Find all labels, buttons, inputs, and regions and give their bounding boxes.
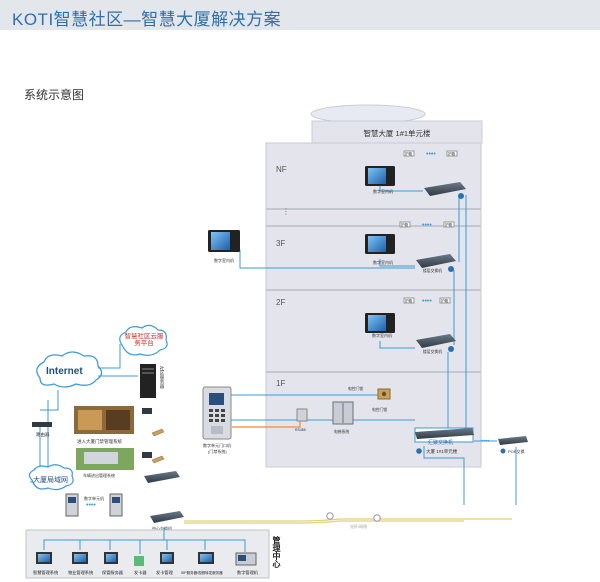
svg-text:大厦 1#1单元楼: 大厦 1#1单元楼 — [426, 448, 458, 455]
lan-cloud-icon — [28, 464, 74, 491]
mini-switch-icon — [142, 452, 152, 458]
station-label: 智慧管理系统 — [33, 569, 58, 576]
floor-switch-icon — [416, 334, 456, 348]
svg-text:护箱: 护箱 — [448, 151, 456, 156]
3f-floor-devices: 护箱 •••• 护箱 数字室内机 楼层交换机 — [365, 221, 456, 273]
fiber-label: 光纤/网线 — [350, 523, 367, 529]
2f-floor-devices: 护箱 •••• 护箱 数字室内机 楼层交换机 — [365, 297, 456, 354]
svg-text:数字室内机: 数字室内机 — [373, 259, 393, 265]
lan-switch-icon — [144, 471, 180, 483]
floor-label-1f: 1F — [276, 379, 285, 388]
svg-text:数字单元门口机: 数字单元门口机 — [203, 442, 231, 448]
1f-devices: 数字单元门口机 (门禁系统) 电控门锁 电控门锁 RS485 电梯系统 汇聚交换… — [202, 386, 528, 455]
workstation-icons — [36, 552, 257, 566]
svg-text:数字室内机: 数字室内机 — [373, 188, 393, 194]
main-switch-icon — [415, 428, 474, 439]
page-title: KOTI智慧社区—智慧大厦解决方案 — [12, 10, 282, 29]
card-issuer-icon — [134, 556, 144, 566]
lobby-devices: 数字单元机 •••• 中心交换机 — [65, 493, 184, 531]
svg-text:电控门锁: 电控门锁 — [372, 407, 387, 412]
floor-switch-icon — [424, 182, 466, 196]
management-title: 管理中心 — [272, 536, 281, 568]
floor-label-2f: 2F — [276, 298, 285, 307]
station-label: 数字管理机 — [237, 569, 259, 576]
internet-cloud-icon — [36, 351, 103, 388]
management-panel — [25, 529, 270, 579]
internet-label: Internet — [46, 366, 83, 377]
core-switch-icon — [150, 511, 184, 523]
card-reader-icon — [296, 408, 308, 422]
network-cables — [170, 184, 517, 516]
floor-label-3f: 3F — [276, 239, 285, 248]
svg-text:数字单元机: 数字单元机 — [84, 495, 104, 501]
station-label: 保管服务器 — [102, 569, 124, 576]
cloud-platform-label: 智慧社区云服务平台 — [124, 333, 164, 347]
svg-text:数字室内机: 数字室内机 — [214, 257, 234, 263]
building-name: 智慧大厦 1#1单元楼 — [363, 128, 431, 138]
svg-text:POE交换: POE交换 — [508, 448, 524, 454]
floor-switch-icon — [416, 254, 456, 268]
main-switch-label: 汇聚交换机 — [428, 439, 453, 446]
roof-dome — [310, 104, 426, 124]
svg-text:••••: •••• — [481, 439, 489, 445]
svg-text:护箱: 护箱 — [405, 298, 413, 303]
svg-text:数字室内机: 数字室内机 — [372, 332, 392, 338]
svg-text:••••: •••• — [422, 298, 432, 305]
svg-text:楼层交换机: 楼层交换机 — [423, 268, 442, 273]
lan-label: 大厦局域网 — [33, 475, 68, 484]
svg-text:车辆进出管理系统: 车辆进出管理系统 — [83, 472, 115, 478]
nf-floor-devices: 护箱 •••• 护箱 数字室内机 — [365, 150, 466, 199]
station-label: SIP服务器/视频转发服务器 — [181, 570, 223, 575]
cloud-platform-icon — [119, 324, 168, 356]
fiber-splice-icon — [373, 514, 381, 522]
barrier-icon — [151, 428, 165, 437]
svg-text:护箱: 护箱 — [445, 222, 453, 227]
mini-switch-icon — [142, 408, 152, 414]
protector-box — [403, 150, 415, 157]
station-label: 发卡管理 — [156, 569, 174, 576]
gate-and-parking: 进入大厦门禁管理系统 车辆进出管理系统 — [74, 406, 180, 483]
svg-text:••••: •••• — [422, 222, 432, 229]
svg-text:(门禁系统): (门禁系统) — [208, 448, 227, 454]
station-label: 物业管理系统 — [68, 569, 93, 576]
fiber-line — [184, 518, 512, 524]
svg-text:护箱: 护箱 — [441, 298, 449, 303]
router-icon — [32, 422, 52, 427]
station-label: 发卡器 — [134, 569, 147, 576]
svg-text:护箱: 护箱 — [401, 222, 409, 227]
protector-box — [446, 150, 458, 157]
svg-text:电梯系统: 电梯系统 — [334, 429, 349, 434]
port-marker — [458, 193, 464, 199]
svg-text:中心交换机: 中心交换机 — [152, 525, 172, 531]
floor-gap-dots: ⋮ — [282, 207, 290, 216]
svg-text:进入大厦门禁管理系统: 进入大厦门禁管理系统 — [77, 438, 122, 445]
fiber-splice-icon — [326, 512, 334, 520]
svg-text:••••: •••• — [86, 502, 96, 509]
svg-text:电控门锁: 电控门锁 — [348, 386, 363, 391]
management-center: 管理中心 — [25, 528, 281, 579]
server-label: 社区服务器 — [160, 366, 165, 389]
barrier-icon — [151, 455, 165, 464]
floor-label-nf: NF — [276, 165, 287, 174]
svg-text:楼层交换机: 楼层交换机 — [423, 349, 442, 354]
title-bar: KOTI智慧社区—智慧大厦解决方案 — [0, 0, 600, 30]
svg-text:路由器: 路由器 — [36, 431, 50, 438]
internet-area: Internet 智慧社区云服务平台 社区服务器 路由器 大厦局域网 — [28, 324, 168, 491]
svg-text:护箱: 护箱 — [405, 151, 413, 156]
side-indoor-monitor: 数字室内机 — [208, 230, 240, 263]
diagram-subtitle: 系统示意图 — [24, 88, 85, 102]
svg-text:RS485: RS485 — [295, 428, 306, 432]
svg-text:••••: •••• — [426, 151, 436, 158]
poe-switch-icon — [498, 436, 528, 445]
